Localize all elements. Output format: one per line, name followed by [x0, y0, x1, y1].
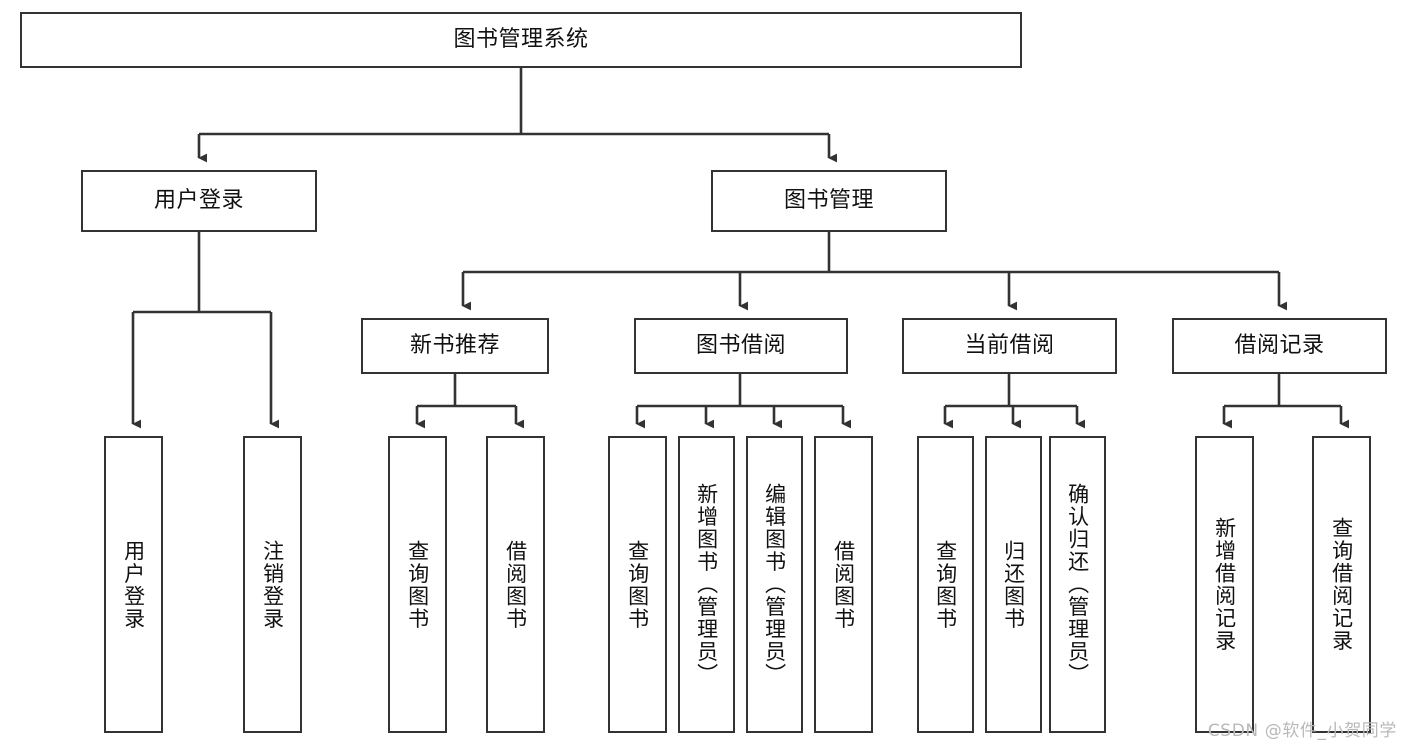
node-label: 查询借阅记录	[1329, 517, 1354, 652]
node-current-borrow[interactable]: 当前借阅	[902, 318, 1117, 374]
leaf-add-borrow-record[interactable]: 新增借阅记录	[1195, 436, 1254, 733]
node-borrow-record[interactable]: 借阅记录	[1172, 318, 1387, 374]
node-label: 查询图书	[625, 539, 650, 630]
node-label: 新增图书（管理员）	[694, 483, 719, 686]
leaf-query-book-new[interactable]: 查询图书	[388, 436, 447, 733]
leaf-borrow-book-borrow[interactable]: 借阅图书	[814, 436, 873, 733]
leaf-return-book[interactable]: 归还图书	[985, 436, 1042, 733]
leaf-edit-book-admin[interactable]: 编辑图书（管理员）	[746, 436, 803, 733]
node-label: 查询图书	[933, 539, 958, 630]
node-label: 借阅记录	[1234, 333, 1325, 359]
node-label: 当前借阅	[964, 333, 1055, 359]
node-label: 借阅图书	[831, 539, 856, 630]
node-label: 图书借阅	[695, 333, 786, 359]
node-label: 新增借阅记录	[1212, 517, 1237, 652]
node-label: 编辑图书（管理员）	[762, 483, 787, 686]
node-label: 用户登录	[121, 539, 146, 630]
node-user-login[interactable]: 用户登录	[81, 170, 317, 232]
leaf-query-book-current[interactable]: 查询图书	[917, 436, 974, 733]
node-root-system[interactable]: 图书管理系统	[20, 12, 1022, 68]
node-label: 用户登录	[153, 188, 244, 214]
leaf-query-book-borrow[interactable]: 查询图书	[608, 436, 667, 733]
node-label: 归还图书	[1001, 539, 1026, 630]
node-label: 查询图书	[405, 539, 430, 630]
leaf-query-borrow-record[interactable]: 查询借阅记录	[1312, 436, 1371, 733]
leaf-logout[interactable]: 注销登录	[243, 436, 302, 733]
node-label: 借阅图书	[503, 539, 528, 630]
node-label: 注销登录	[260, 539, 285, 630]
node-label: 图书管理系统	[453, 27, 589, 53]
watermark-text: CSDN @软件_小贺同学	[1207, 721, 1397, 741]
node-book-borrow[interactable]: 图书借阅	[634, 318, 848, 374]
node-label: 确认归还（管理员）	[1065, 483, 1090, 686]
node-label: 图书管理	[783, 188, 874, 214]
leaf-confirm-return-admin[interactable]: 确认归还（管理员）	[1049, 436, 1106, 733]
node-book-manage[interactable]: 图书管理	[711, 170, 947, 232]
node-new-book-recommend[interactable]: 新书推荐	[361, 318, 549, 374]
node-label: 新书推荐	[409, 333, 500, 359]
leaf-borrow-book-new[interactable]: 借阅图书	[486, 436, 545, 733]
leaf-add-book-admin[interactable]: 新增图书（管理员）	[678, 436, 735, 733]
leaf-user-login[interactable]: 用户登录	[104, 436, 163, 733]
